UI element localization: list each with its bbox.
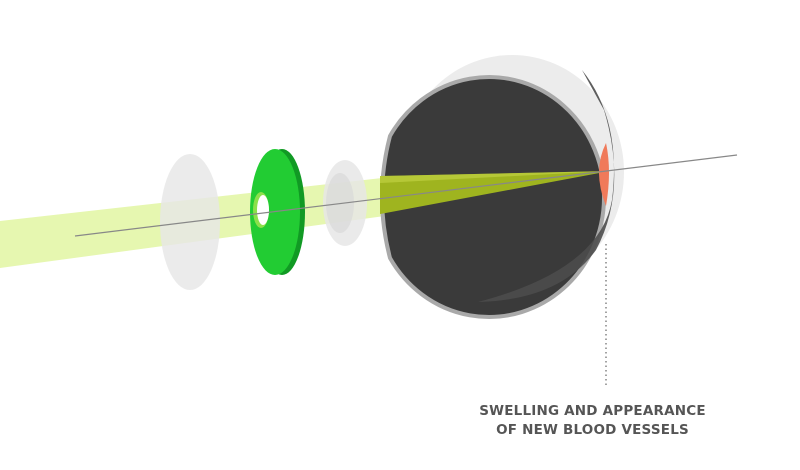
callout-caption: SWELLING AND APPEARANCE OF NEW BLOOD VES… [470,402,715,440]
focus-cone [380,171,610,214]
lens-ring-hole-highlight [257,195,269,225]
eyeball-body [382,77,605,317]
caption-line-2: OF NEW BLOOD VESSELS [496,422,689,438]
optical-axis [74,154,738,237]
caption-line-1: SWELLING AND APPEARANCE [479,403,706,419]
eyeball [380,70,615,319]
retina-swelling [599,143,609,206]
focus-cone-highlight [380,171,610,183]
